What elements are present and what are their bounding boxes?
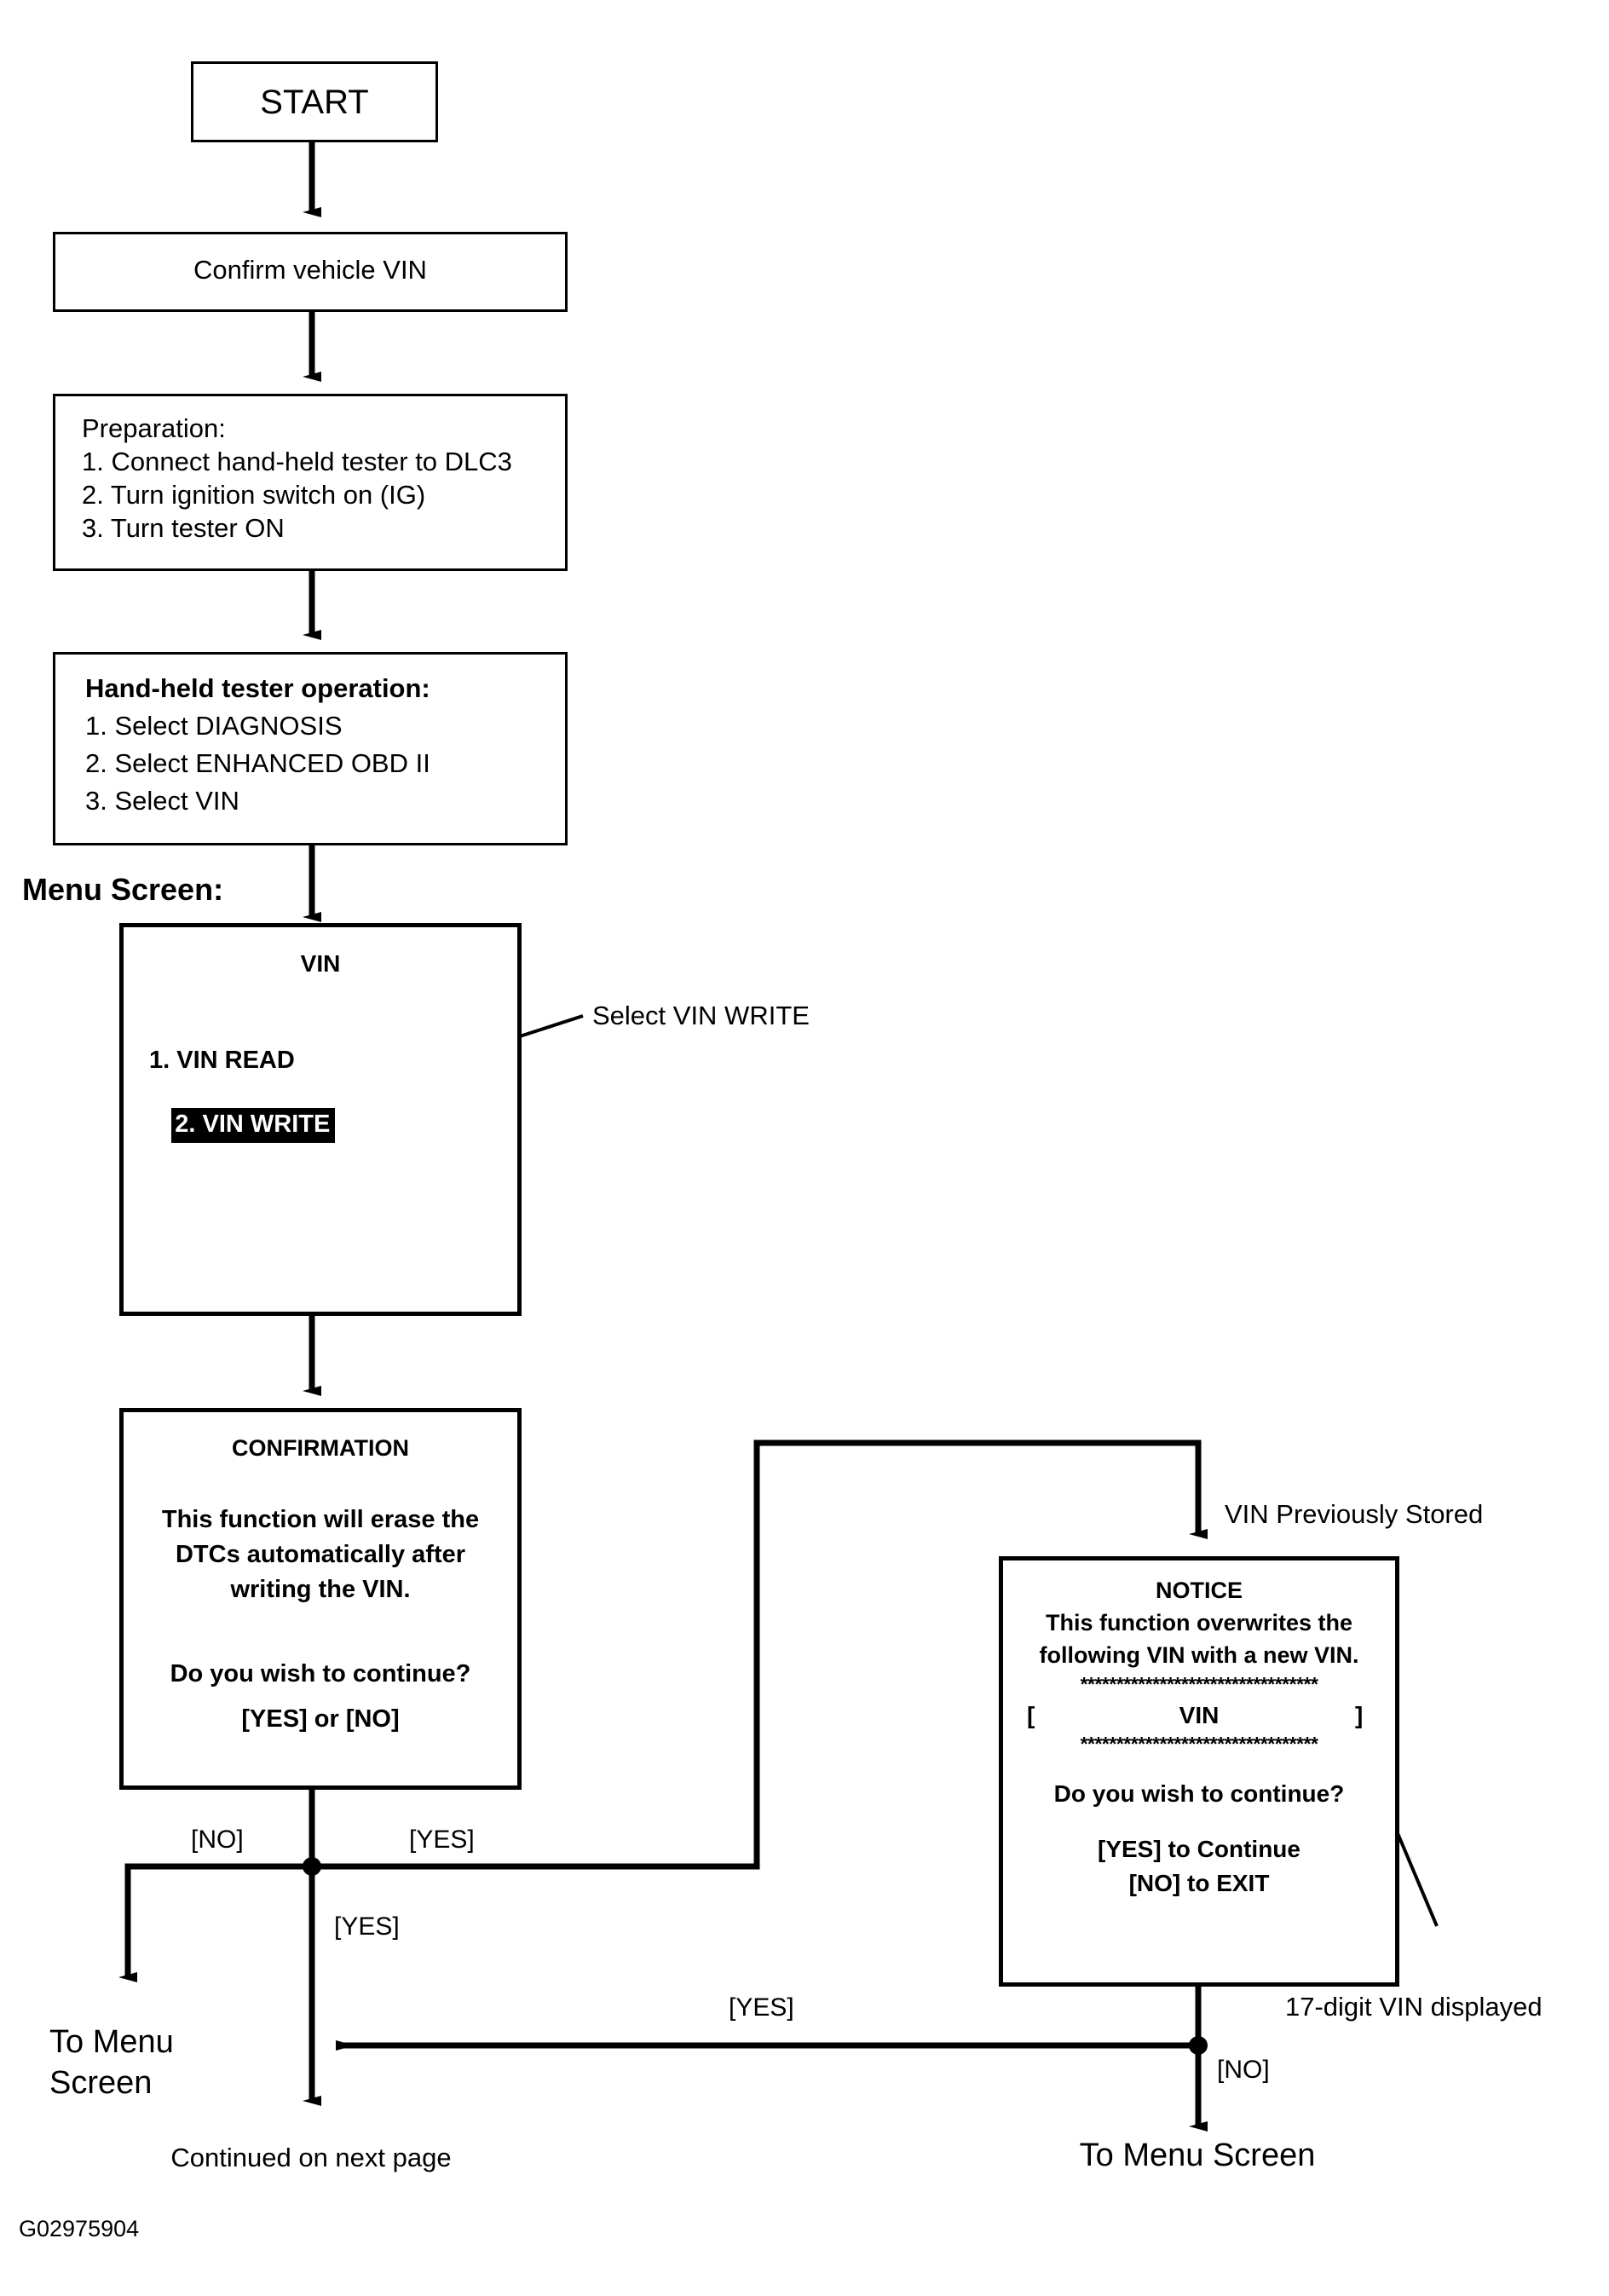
node-tester-operation	[53, 652, 568, 845]
node-confirmation-question: Do you wish to continue?	[170, 1660, 471, 1687]
node-notice-body-2: following VIN with a new VIN.	[1039, 1642, 1359, 1668]
node-notice-vin-bracket-right: ]	[1355, 1702, 1364, 1728]
node-notice-body-1: This function overwrites the	[1045, 1610, 1353, 1635]
callout-vin-previously-stored: VIN Previously Stored	[1225, 1499, 1484, 1529]
edge-label-notice-yes: [YES]	[729, 1993, 794, 2022]
vin-menu-item-write-wrap[interactable]: 2. VIN WRITE	[144, 1076, 336, 1174]
node-notice-vin-placeholder: VIN	[1179, 1702, 1220, 1728]
node-preparation-heading: Preparation:	[82, 413, 226, 443]
edge-label-notice-no: [NO]	[1217, 2056, 1270, 2084]
node-confirmation-options: [YES] or [NO]	[241, 1705, 400, 1733]
edge-confirmation-no	[118, 1863, 312, 1982]
node-start	[191, 61, 438, 142]
vin-menu-item-write[interactable]: 2. VIN WRITE	[171, 1108, 336, 1144]
node-preparation-step-2: 2. Turn ignition switch on (IG)	[82, 480, 426, 510]
terminal-to-menu-screen-left-line-2: Screen	[49, 2065, 153, 2101]
node-notice-title: NOTICE	[1155, 1578, 1243, 1603]
node-confirm-vin-label: Confirm vehicle VIN	[193, 255, 427, 285]
callout-select-vin-write: Select VIN WRITE	[592, 1001, 810, 1030]
node-preparation-step-1: 1. Connect hand-held tester to DLC3	[82, 447, 512, 476]
node-notice-vin-bracket-left: [	[1027, 1702, 1035, 1728]
node-tester-operation-step-1: 1. Select DIAGNOSIS	[85, 711, 343, 741]
terminal-to-menu-screen-right: To Menu Screen	[1079, 2137, 1316, 2173]
terminal-to-menu-screen-left-line-1: To Menu	[49, 2024, 174, 2060]
node-tester-operation-step-2: 2. Select ENHANCED OBD II	[85, 748, 430, 778]
node-tester-operation-heading: Hand-held tester operation:	[85, 673, 430, 703]
figure-code: G02975904	[19, 2216, 140, 2241]
node-notice-separator-bottom: *********************************	[1080, 1733, 1318, 1755]
menu-screen-label: Menu Screen:	[22, 872, 224, 907]
node-preparation	[53, 394, 568, 571]
node-notice-option-no: [NO] to EXIT	[1128, 1870, 1270, 1896]
junction-dot-right	[1189, 2036, 1208, 2055]
node-confirmation-title: CONFIRMATION	[232, 1435, 409, 1461]
node-notice-option-yes: [YES] to Continue	[1098, 1836, 1300, 1862]
node-notice-screen	[999, 1556, 1399, 1987]
callout-17-digit-vin: 17-digit VIN displayed	[1285, 1992, 1543, 2022]
node-tester-operation-step-3: 3. Select VIN	[85, 786, 239, 816]
vin-menu-item-read[interactable]: 1. VIN READ	[149, 1047, 295, 1074]
node-confirmation-body-2: DTCs automatically after	[175, 1541, 466, 1568]
node-notice-question: Do you wish to continue?	[1053, 1780, 1345, 1807]
node-preparation-step-3: 3. Turn tester ON	[82, 513, 285, 543]
node-vin-menu-title: VIN	[300, 950, 341, 977]
edge-label-confirmation-no: [NO]	[191, 1826, 244, 1854]
edge-label-confirmation-yes-right: [YES]	[409, 1826, 475, 1854]
node-confirmation-body-1: This function will erase the	[161, 1506, 480, 1533]
edge-label-confirmation-yes-down: [YES]	[334, 1912, 400, 1941]
node-confirmation-screen	[119, 1408, 522, 1790]
node-confirmation-body-3: writing the VIN.	[230, 1576, 411, 1603]
node-notice-separator-top: *********************************	[1080, 1673, 1318, 1695]
node-start-label: START	[260, 84, 369, 121]
junction-dot-left	[303, 1857, 321, 1876]
node-confirm-vin	[53, 232, 568, 312]
terminal-continued-next-page: Continued on next page	[170, 2143, 452, 2172]
